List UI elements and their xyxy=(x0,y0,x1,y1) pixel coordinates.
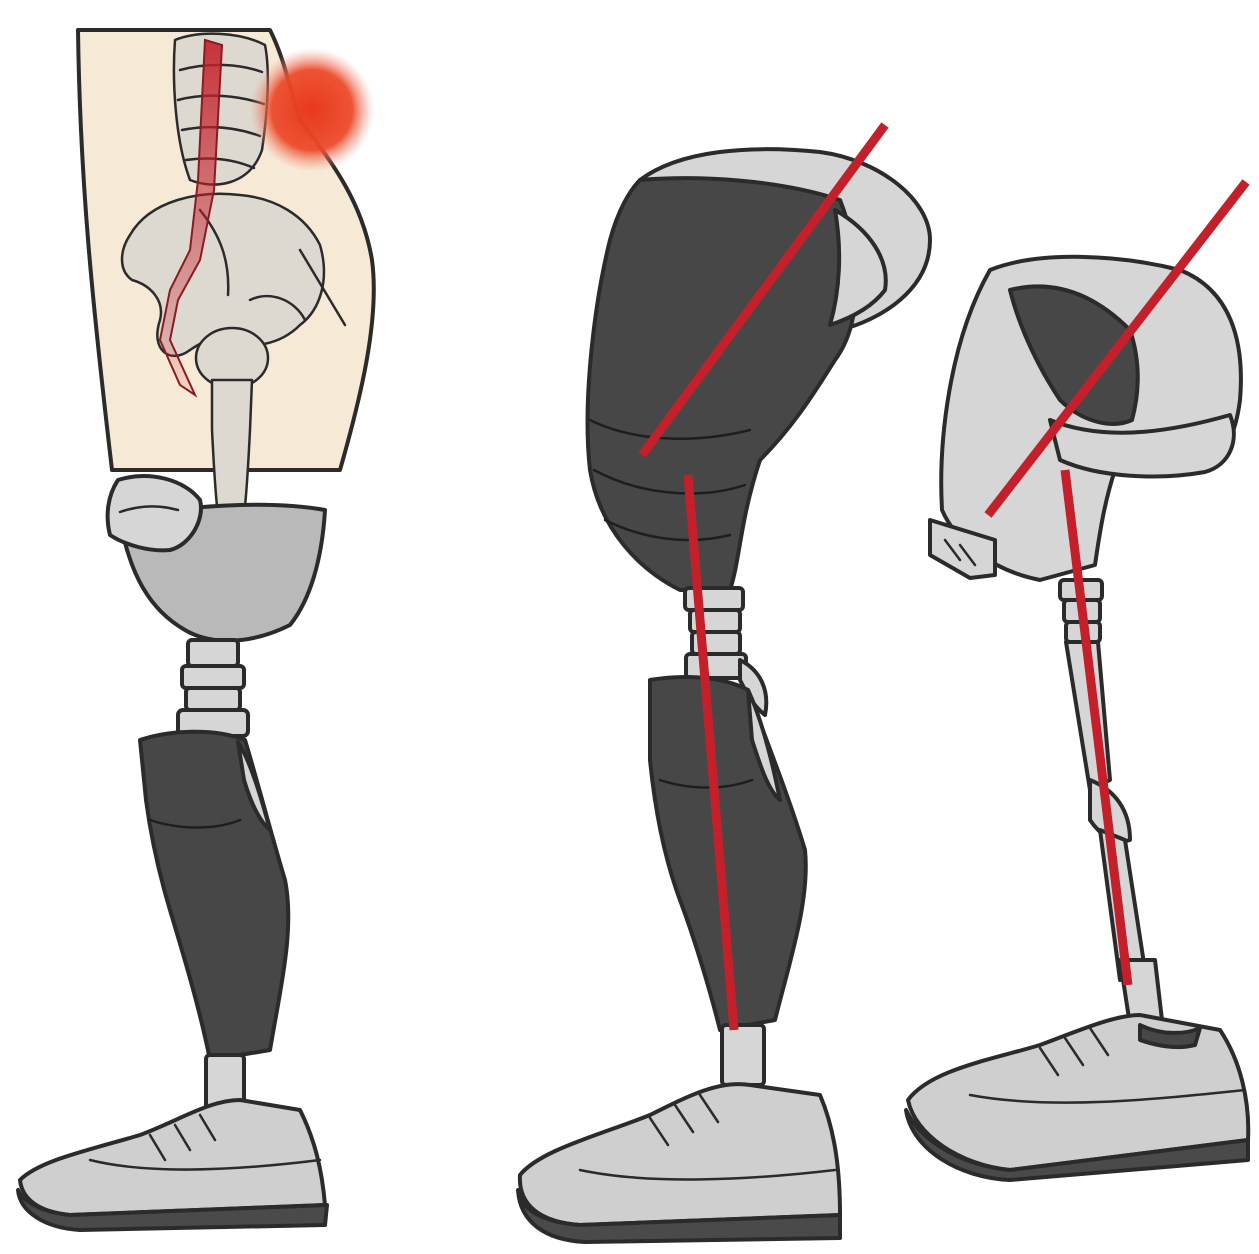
pain-marker xyxy=(250,48,374,172)
socket-strap xyxy=(108,476,201,550)
shoe-icon xyxy=(18,1100,327,1230)
shoe-icon xyxy=(906,1015,1248,1180)
panel-side-view-misaligned xyxy=(900,0,1259,1254)
shoe-icon xyxy=(518,1084,840,1242)
prosthetic-socket xyxy=(588,178,857,590)
panel-side-view-aligned xyxy=(490,0,950,1254)
shin-cover xyxy=(140,732,288,1060)
panel-front-view-hip xyxy=(0,0,400,1254)
knee-joint-icon xyxy=(178,640,248,736)
knee-joint-icon xyxy=(1060,580,1162,1025)
ankle-pylon xyxy=(722,1025,764,1085)
